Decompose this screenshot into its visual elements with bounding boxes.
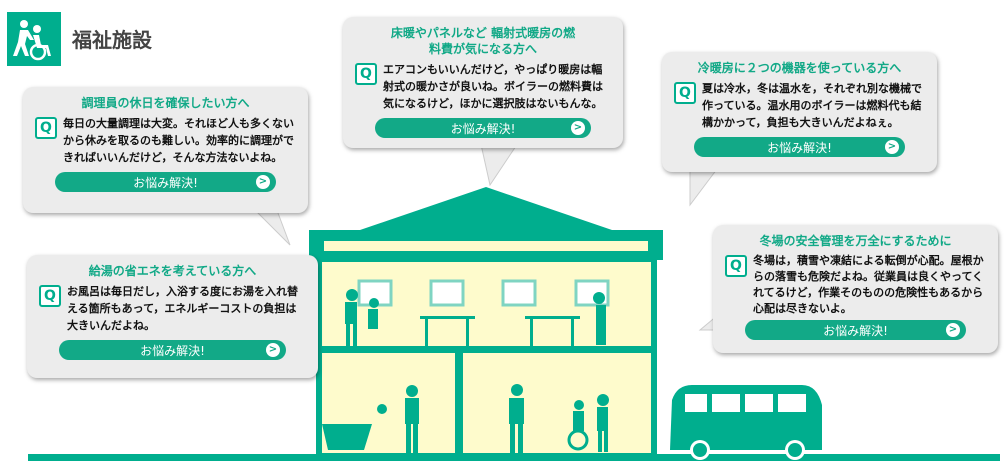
- solve-button[interactable]: お悩み解決! >: [55, 172, 276, 192]
- bubble-title: 床暖やパネルなど 輻射式暖房の燃料費が気になる方へ: [390, 26, 576, 56]
- concern-bubble-heating-cooling: 冷暖房に２つの機器を使っている方へ Q 夏は冷水，冬は温水を，それぞれ別な機械で作…: [662, 52, 937, 172]
- bubble-text: エアコンもいいんだけど，やっぱり暖房は輻射式の暖かさが良いね。ボイラーの燃料費は…: [383, 63, 603, 110]
- bubble-title: 冷暖房に２つの機器を使っている方へ: [697, 61, 902, 75]
- solve-button[interactable]: お悩み解決! >: [694, 137, 905, 157]
- solve-button[interactable]: お悩み解決! >: [375, 118, 591, 138]
- solve-button[interactable]: お悩み解決! >: [745, 320, 966, 340]
- solve-button-label: お悩み解決!: [450, 121, 516, 136]
- question-icon: Q: [39, 285, 61, 307]
- concern-bubble-winter-safety: 冬場の安全管理を万全にするために Q 冬場は，積雪や凍結による転倒が心配。屋根から…: [713, 225, 998, 353]
- solve-button-label: お悩み解決!: [767, 140, 832, 155]
- page-title: 福祉施設: [72, 28, 152, 52]
- solve-button-label: お悩み解決!: [140, 343, 205, 358]
- question-icon: Q: [355, 63, 377, 85]
- concern-bubble-hot-water: 給湯の省エネを考えている方へ Q お風呂は毎日だし，入浴する度にお湯を入れ替える箇…: [27, 255, 318, 378]
- concern-bubble-cooking: 調理員の休日を確保したい方へ Q 毎日の大量調理は大変。それほど人も多くないから休…: [23, 87, 308, 213]
- chevron-right-icon: >: [946, 323, 960, 337]
- bubble-text: お風呂は毎日だし，入浴する度にお湯を入れ替える箇所もあって，エネルギーコストの負…: [67, 285, 298, 332]
- chevron-right-icon: >: [266, 343, 280, 357]
- van: [670, 385, 822, 460]
- chevron-right-icon: >: [571, 121, 585, 135]
- question-icon: Q: [674, 82, 696, 104]
- question-icon: Q: [35, 117, 57, 139]
- bubble-title: 調理員の休日を確保したい方へ: [81, 96, 250, 110]
- bubble-text: 冬場は，積雪や凍結による転倒が心配。屋根からの落雪も危険だよね。従業員は良くやっ…: [753, 254, 984, 315]
- question-icon: Q: [725, 255, 747, 277]
- solve-button-label: お悩み解決!: [133, 175, 198, 190]
- chevron-right-icon: >: [256, 175, 270, 189]
- caregiver-wheelchair-icon: [7, 12, 61, 66]
- bubble-text: 毎日の大量調理は大変。それほど人も多くないから休みを取るのも難しい。効率的に調理…: [63, 117, 294, 164]
- bubble-text: 夏は冷水，冬は温水を，それぞれ別な機械で作っている。温水用のボイラーは燃料代も結…: [702, 82, 922, 129]
- bubble-title: 冬場の安全管理を万全にするために: [759, 234, 952, 248]
- solve-button[interactable]: お悩み解決! >: [59, 340, 286, 360]
- bubble-title: 給湯の省エネを考えている方へ: [88, 264, 257, 278]
- chevron-right-icon: >: [885, 140, 899, 154]
- solve-button-label: お悩み解決!: [823, 323, 888, 338]
- concern-bubble-radiant-heating: 床暖やパネルなど 輻射式暖房の燃料費が気になる方へ Q エアコンもいいんだけど，や…: [343, 17, 623, 148]
